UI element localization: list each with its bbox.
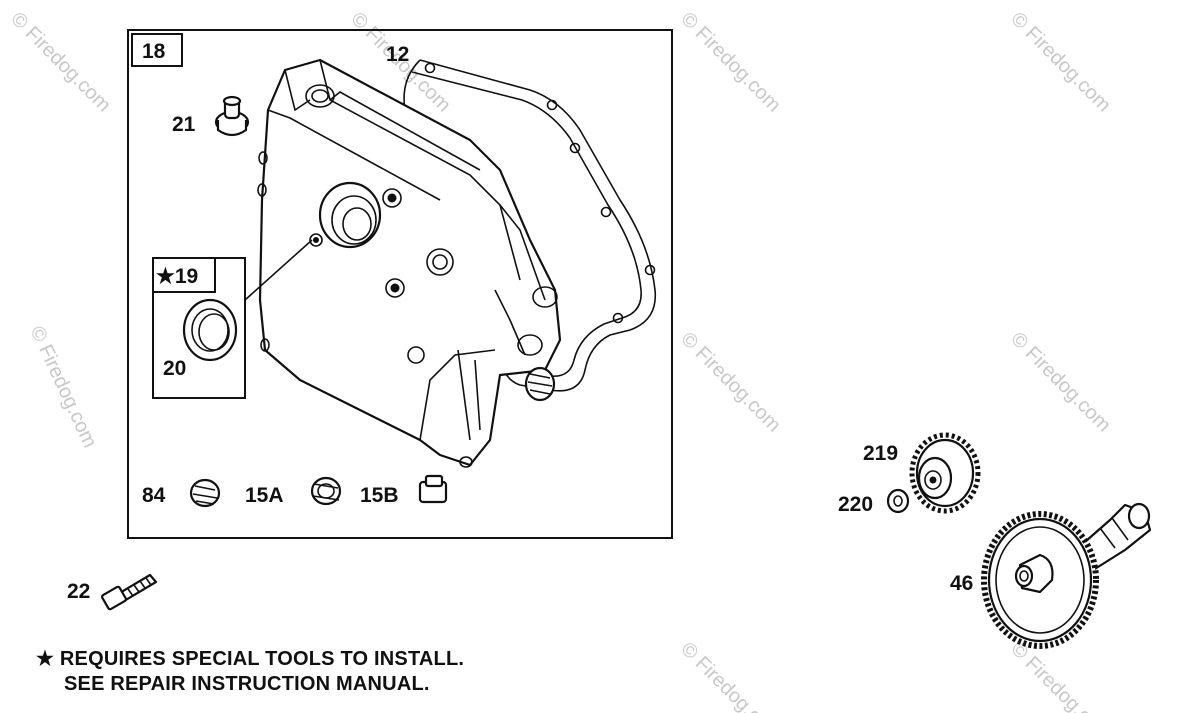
bolt-22 bbox=[100, 573, 158, 611]
label-84: 84 bbox=[142, 484, 166, 507]
watermark: © Firedog.com bbox=[1006, 328, 1115, 437]
watermark: © Firedog.com bbox=[676, 328, 785, 437]
label-18: 18 bbox=[142, 40, 166, 63]
camshaft-46 bbox=[981, 502, 1152, 649]
label-20: 20 bbox=[163, 357, 186, 380]
note-repair-manual: SEE REPAIR INSTRUCTION MANUAL. bbox=[64, 673, 430, 695]
kit-19-label-box bbox=[152, 257, 216, 293]
watermark: © Firedog.com bbox=[6, 8, 115, 117]
watermark: © Firedog.com bbox=[1006, 8, 1115, 117]
watermark: © Firedog.com bbox=[676, 638, 785, 713]
gear-219 bbox=[909, 432, 981, 514]
part-84 bbox=[189, 478, 221, 508]
kit-18-label-box bbox=[131, 33, 183, 67]
note-special-tools: ★ REQUIRES SPECIAL TOOLS TO INSTALL. bbox=[36, 648, 465, 670]
washer-220 bbox=[886, 488, 910, 514]
label-15b: 15B bbox=[360, 484, 399, 507]
label-22: 22 bbox=[67, 580, 90, 603]
kit-18-frame bbox=[127, 29, 673, 539]
watermark: © Firedog.com bbox=[25, 323, 100, 451]
drain-plug-21 bbox=[214, 95, 250, 137]
label-12: 12 bbox=[386, 43, 409, 66]
leader-line bbox=[244, 239, 313, 301]
watermark: © Firedog.com bbox=[676, 8, 785, 117]
label-220: 220 bbox=[838, 493, 873, 516]
watermark: © Firedog.com bbox=[1006, 638, 1115, 713]
label-19: ★19 bbox=[156, 265, 198, 288]
label-219: 219 bbox=[863, 442, 898, 465]
label-21: 21 bbox=[172, 113, 196, 136]
label-46: 46 bbox=[950, 572, 973, 595]
part-15a bbox=[310, 476, 342, 506]
crankcase-cover bbox=[257, 58, 562, 468]
part-15b bbox=[418, 474, 448, 504]
oil-seal-20 bbox=[182, 298, 238, 362]
label-15a: 15A bbox=[245, 484, 284, 507]
